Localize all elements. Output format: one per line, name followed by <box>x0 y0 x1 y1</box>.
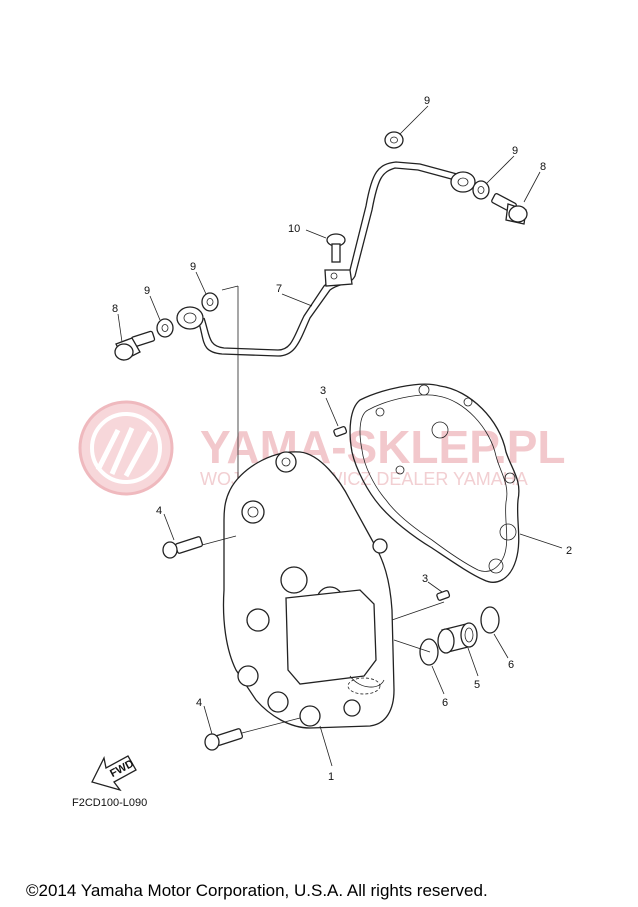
part-7-oil-pipe <box>197 161 458 357</box>
callout-8: 8 <box>540 161 546 173</box>
callout-9: 9 <box>512 145 518 157</box>
callout-3: 3 <box>320 385 326 397</box>
callout-5: 5 <box>474 679 480 691</box>
part-5-collar <box>437 622 478 654</box>
alignment-line-bolt-lower <box>241 717 301 734</box>
callout-10: 10 <box>288 223 300 235</box>
callout-7: 7 <box>276 283 282 295</box>
fwd-arrow-icon: FWD <box>91 755 137 792</box>
banjo-fitting-right <box>450 171 476 193</box>
diagram-code: F2CD100-L090 <box>72 797 147 809</box>
part-4-bolt-lower <box>204 728 244 751</box>
callout-4: 4 <box>156 505 162 517</box>
part-10-bolt <box>326 233 346 263</box>
alignment-line-dowel <box>391 601 445 621</box>
callout-9: 9 <box>144 285 150 297</box>
callout-leaders <box>117 105 563 767</box>
callout-2: 2 <box>566 545 572 557</box>
callout-9: 9 <box>190 261 196 273</box>
assembly-guide-line-2 <box>221 285 239 291</box>
part-2-gasket <box>349 383 520 583</box>
part-9-washers <box>156 131 490 338</box>
callout-6: 6 <box>508 659 514 671</box>
copyright-notice: ©2014 Yamaha Motor Corporation, U.S.A. A… <box>26 881 488 900</box>
yamaha-tuning-fork-logo-icon <box>78 400 174 496</box>
part-1-oil-pump-cover <box>222 451 395 729</box>
callout-1: 1 <box>328 771 334 783</box>
banjo-fitting-left <box>176 306 204 330</box>
callout-3: 3 <box>422 573 428 585</box>
callout-numbers: 9 9 8 10 9 9 8 7 3 4 2 3 6 5 6 4 1 <box>112 95 572 783</box>
part-8-union-bolt-left <box>114 330 156 361</box>
callout-9: 9 <box>424 95 430 107</box>
callout-8: 8 <box>112 303 118 315</box>
callout-6: 6 <box>442 697 448 709</box>
alignment-line-bolt-upper <box>201 535 237 546</box>
alignment-line-oring <box>393 639 431 653</box>
part-4-bolt-upper <box>162 536 204 559</box>
callout-4: 4 <box>196 697 202 709</box>
part-8-union-bolt-right <box>491 193 528 225</box>
part-3-dowel-pins <box>333 426 451 601</box>
part-6-o-rings <box>419 606 500 666</box>
